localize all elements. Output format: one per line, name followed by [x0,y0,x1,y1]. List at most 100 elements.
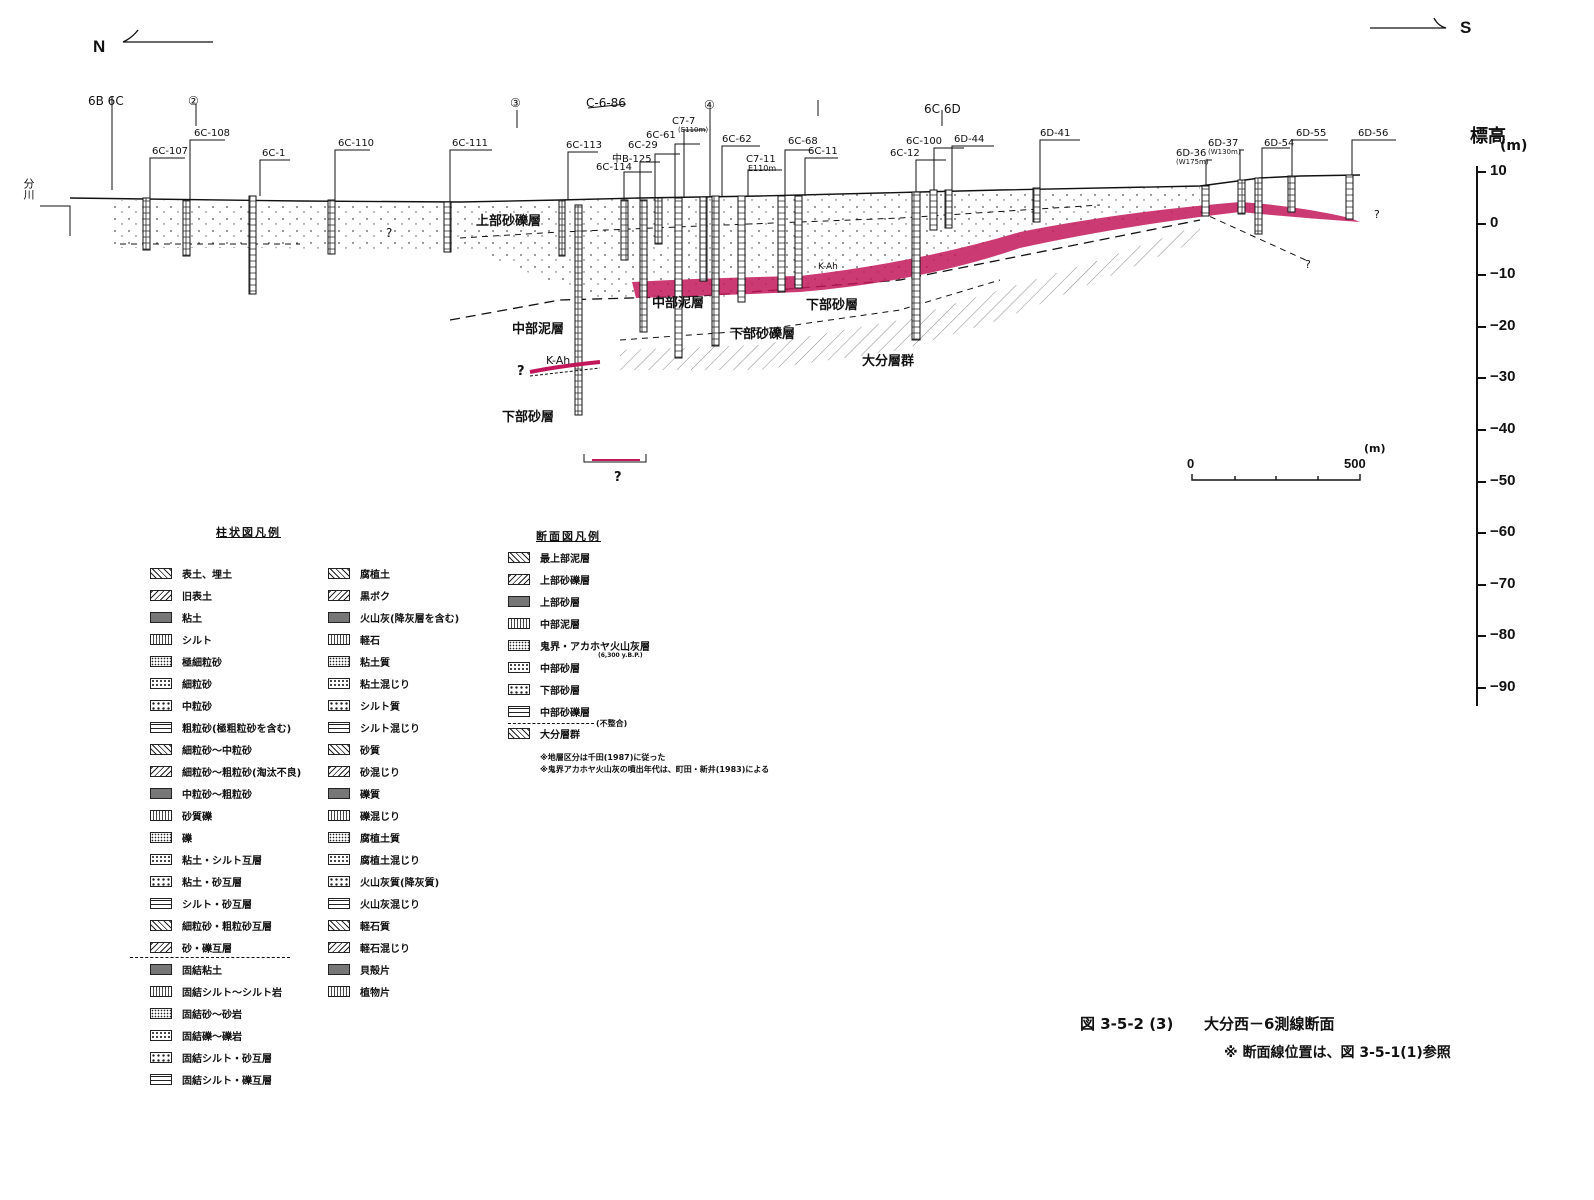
borehole-label: 6C-68 [788,136,818,147]
unconformity-label: (不整合) [596,719,628,728]
axis-tick-mark [1476,429,1486,431]
legend-item-label: 固結シルト～シルト岩 [182,987,282,999]
axis-unit: (m) [1500,138,1528,154]
borehole-column [620,199,629,261]
legend-item: 細粒砂～粗粒砂(淘汰不良) [150,760,301,782]
section-id: ③ [510,96,521,110]
legend-item: 細粒砂～中粒砂 [150,738,301,760]
south-arrow-icon [1370,17,1447,29]
legend-item: 上部砂層 [508,590,650,612]
legend-swatch-icon [150,941,172,953]
question-mark: ? [1305,258,1311,271]
axis-line [1476,166,1478,706]
legend-swatch-icon [328,655,350,667]
legend-item: 極細粒砂 [150,650,301,672]
layer-label: 下部砂層 [806,298,859,313]
legend-item: 火山灰混じり [328,892,459,914]
legend-item-label: シルト・砂互層 [182,899,252,911]
legend-swatch-icon [150,831,172,843]
north-label: N [93,37,106,56]
borehole-label: 6D-36 [1176,148,1207,159]
legend-swatch-icon [150,699,172,711]
borehole-column [1237,179,1246,215]
legend-item: 粘土・砂互層 [150,870,301,892]
horizon-line [1199,211,1311,263]
borehole-label: C7-11 [746,154,776,165]
layer-label: 下部砂層 [502,410,555,425]
legend-item-label: 中粒砂 [182,701,212,713]
legend-item: 下部砂層 [508,678,650,700]
legend-item-label: 軽石質 [360,921,390,933]
borehole-label: 6D-37 [1208,138,1239,149]
legend-swatch-icon [328,875,350,887]
axis-tick-label: −60 [1490,523,1516,541]
axis-tick-mark [1476,635,1486,638]
axis-tick-label: −40 [1490,420,1516,437]
legend-item: シルト混じり [328,716,459,738]
borehole-column [1032,187,1041,223]
scale-end: 500 [1344,456,1366,471]
legend-swatch-icon [150,633,172,645]
legend-item: 固結シルト～シルト岩 [150,980,301,1002]
legend-item: 表土、埋土 [150,562,301,584]
legend-item-label: 礫混じり [360,811,400,823]
legend-item: 中粒砂～粗粒砂 [150,782,301,804]
legend-swatch-icon [328,677,350,689]
legend-swatch-icon [150,985,172,997]
legend-item: 腐植土質 [328,826,459,848]
legend-swatch-icon [328,853,350,865]
axis-tick-label: −90 [1490,678,1516,695]
borehole-column [1201,185,1210,217]
legend-column-right: 腐植土黒ボク火山灰(降灰層を含む)軽石粘土質粘土混じりシルト質シルト混じり砂質砂… [328,562,459,1002]
legend-swatch-icon [150,743,172,755]
borehole-label: 6C-107 [152,146,189,157]
figure-note: ※ 断面線位置は、図 3-5-1(1)参照 [1224,1045,1451,1061]
axis-tick-label: −20 [1490,316,1516,334]
axis-tick-mark [1476,532,1486,535]
borehole-note: E110m [748,164,777,173]
legend-swatch-icon [328,743,350,755]
axis-tick-mark [1476,171,1486,173]
borehole-column [558,199,566,257]
legend-item-label: 固結砂～砂岩 [182,1009,242,1021]
legend-swatch-icon [328,809,350,821]
river-label: 分川 [22,178,35,200]
axis-tick-label: −10 [1490,265,1516,283]
legend-item-label: 粘土 [182,613,202,625]
borehole-label: 6D-44 [954,134,985,145]
legend-item-label: 表土、埋土 [182,569,232,581]
legend-item-label: 粘土混じり [360,679,410,691]
legend-item-label: 火山灰質(降灰質) [360,877,440,889]
borehole-column [443,201,452,253]
scale-start: 0 [1187,456,1195,471]
legend-item-label: 上部砂層 [540,597,580,609]
legend-swatch-icon [150,853,172,865]
legend-item: 粘土質 [328,650,459,672]
borehole-column [574,204,583,416]
borehole-column [944,189,953,229]
axis-tick-mark [1476,377,1486,380]
axis-tick-label: −50 [1490,471,1516,489]
legend-divider [130,957,290,958]
borehole-note: (W130m) [1208,148,1241,156]
legend-item-label: 中部泥層 [540,619,580,631]
legend-swatch-icon [150,1007,172,1019]
legend-section-list: 最上部泥層上部砂礫層上部砂層中部泥層鬼界・アカホヤ火山灰層中部砂層下部砂層中部砂… [508,546,650,744]
legend-section-title: 断面図凡例 [536,530,601,543]
axis-tick-label: −30 [1490,368,1516,386]
borehole-column [737,195,746,303]
legend-swatch-icon [150,567,172,579]
legend-item: 細粒砂・粗粒砂互層 [150,914,301,936]
borehole-column [142,197,151,251]
legend-item: 固結シルト・砂互層 [150,1046,301,1068]
borehole-label: 6D-56 [1358,128,1389,139]
legend-item: 最上部泥層 [508,546,650,568]
legend-swatch-icon [328,963,350,975]
legend-swatch-icon [328,919,350,931]
legend-item-label: 粘土・シルト互層 [182,855,262,867]
legend-swatch-icon [328,831,350,843]
legend-item: 腐植土混じり [328,848,459,870]
legend-item: 砂混じり [328,760,459,782]
borehole-column [711,195,720,347]
unconformity-line-legend [508,723,594,724]
